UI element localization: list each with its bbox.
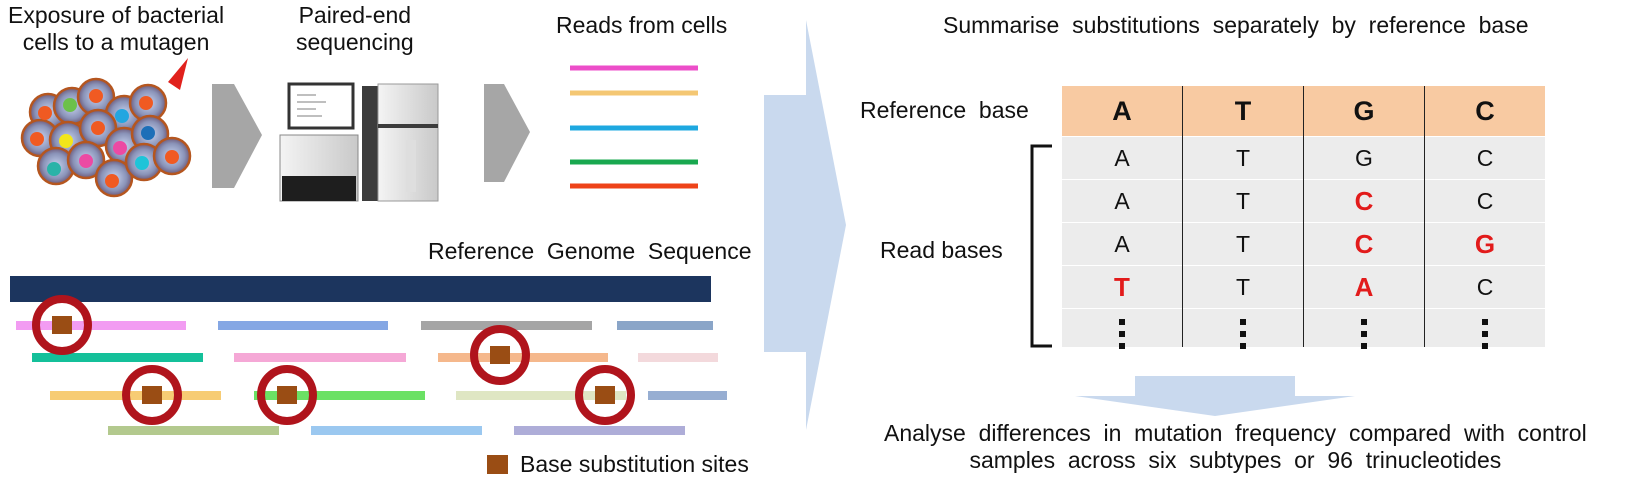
header-cell: G: [1303, 86, 1425, 137]
analyse-label: Analyse differences in mutation frequenc…: [884, 420, 1587, 473]
mutated-base-cell: C: [1303, 222, 1425, 266]
down-arrow: [1075, 376, 1355, 416]
read-base-cell: T: [1182, 265, 1304, 309]
read-base-cell: T: [1182, 179, 1304, 223]
read-base-cell: C: [1424, 179, 1545, 223]
ellipsis-cell: [1303, 308, 1425, 347]
reference-base-label: Reference base: [860, 97, 1029, 123]
vertical-ellipsis-icon: [1361, 318, 1367, 325]
header-cell: C: [1424, 86, 1545, 137]
bacterial-cells-icon: [20, 77, 192, 198]
ellipsis-cell: [1424, 308, 1545, 347]
read-base-cell: A: [1062, 179, 1183, 223]
reference-genome-bar: [10, 276, 711, 302]
read-base-cell: A: [1062, 136, 1183, 180]
exposure-label: Exposure of bacterial cells to a mutagen: [8, 2, 225, 55]
read-base-cell: A: [1062, 222, 1183, 266]
mutated-base-cell: A: [1303, 265, 1425, 309]
mutated-base-cell: T: [1062, 265, 1183, 309]
ellipsis-cell: [1182, 308, 1304, 347]
vertical-ellipsis-icon: [1240, 318, 1246, 325]
header-cell: T: [1182, 86, 1304, 137]
step-arrow-1: [212, 84, 262, 188]
mutagen-pointer-icon: [168, 58, 188, 90]
legend-swatch: [487, 455, 508, 474]
mutated-base-cell: G: [1424, 222, 1545, 266]
read-base-cell: G: [1303, 136, 1425, 180]
read-base-cell: C: [1424, 136, 1545, 180]
reads-from-cells-label: Reads from cells: [556, 12, 728, 38]
vertical-ellipsis-icon: [1482, 318, 1488, 325]
vertical-ellipsis-icon: [1119, 318, 1125, 325]
summarise-label: Summarise substitutions separately by re…: [943, 12, 1529, 38]
ellipsis-cell: [1062, 308, 1183, 347]
read-base-cell: T: [1182, 136, 1304, 180]
read-base-cell: T: [1182, 222, 1304, 266]
legend-label: Base substitution sites: [520, 451, 749, 477]
read-bases-label: Read bases: [880, 237, 1003, 263]
read-base-cell: C: [1424, 265, 1545, 309]
substitution-sites: [32, 295, 635, 425]
table-header-row: A T G C: [1062, 86, 1545, 137]
cell-reads: [570, 65, 698, 189]
step-arrow-2: [484, 84, 530, 182]
read-bases-bracket: [1030, 144, 1052, 348]
sequencing-label: Paired-end sequencing: [296, 2, 414, 55]
big-flow-arrow: [764, 20, 846, 430]
mutated-base-cell: C: [1303, 179, 1425, 223]
sequencer-icon: [279, 82, 439, 202]
reference-genome-label: Reference Genome Sequence: [428, 238, 752, 264]
header-cell: A: [1062, 86, 1183, 137]
ellipsis-row: [1062, 308, 1545, 347]
